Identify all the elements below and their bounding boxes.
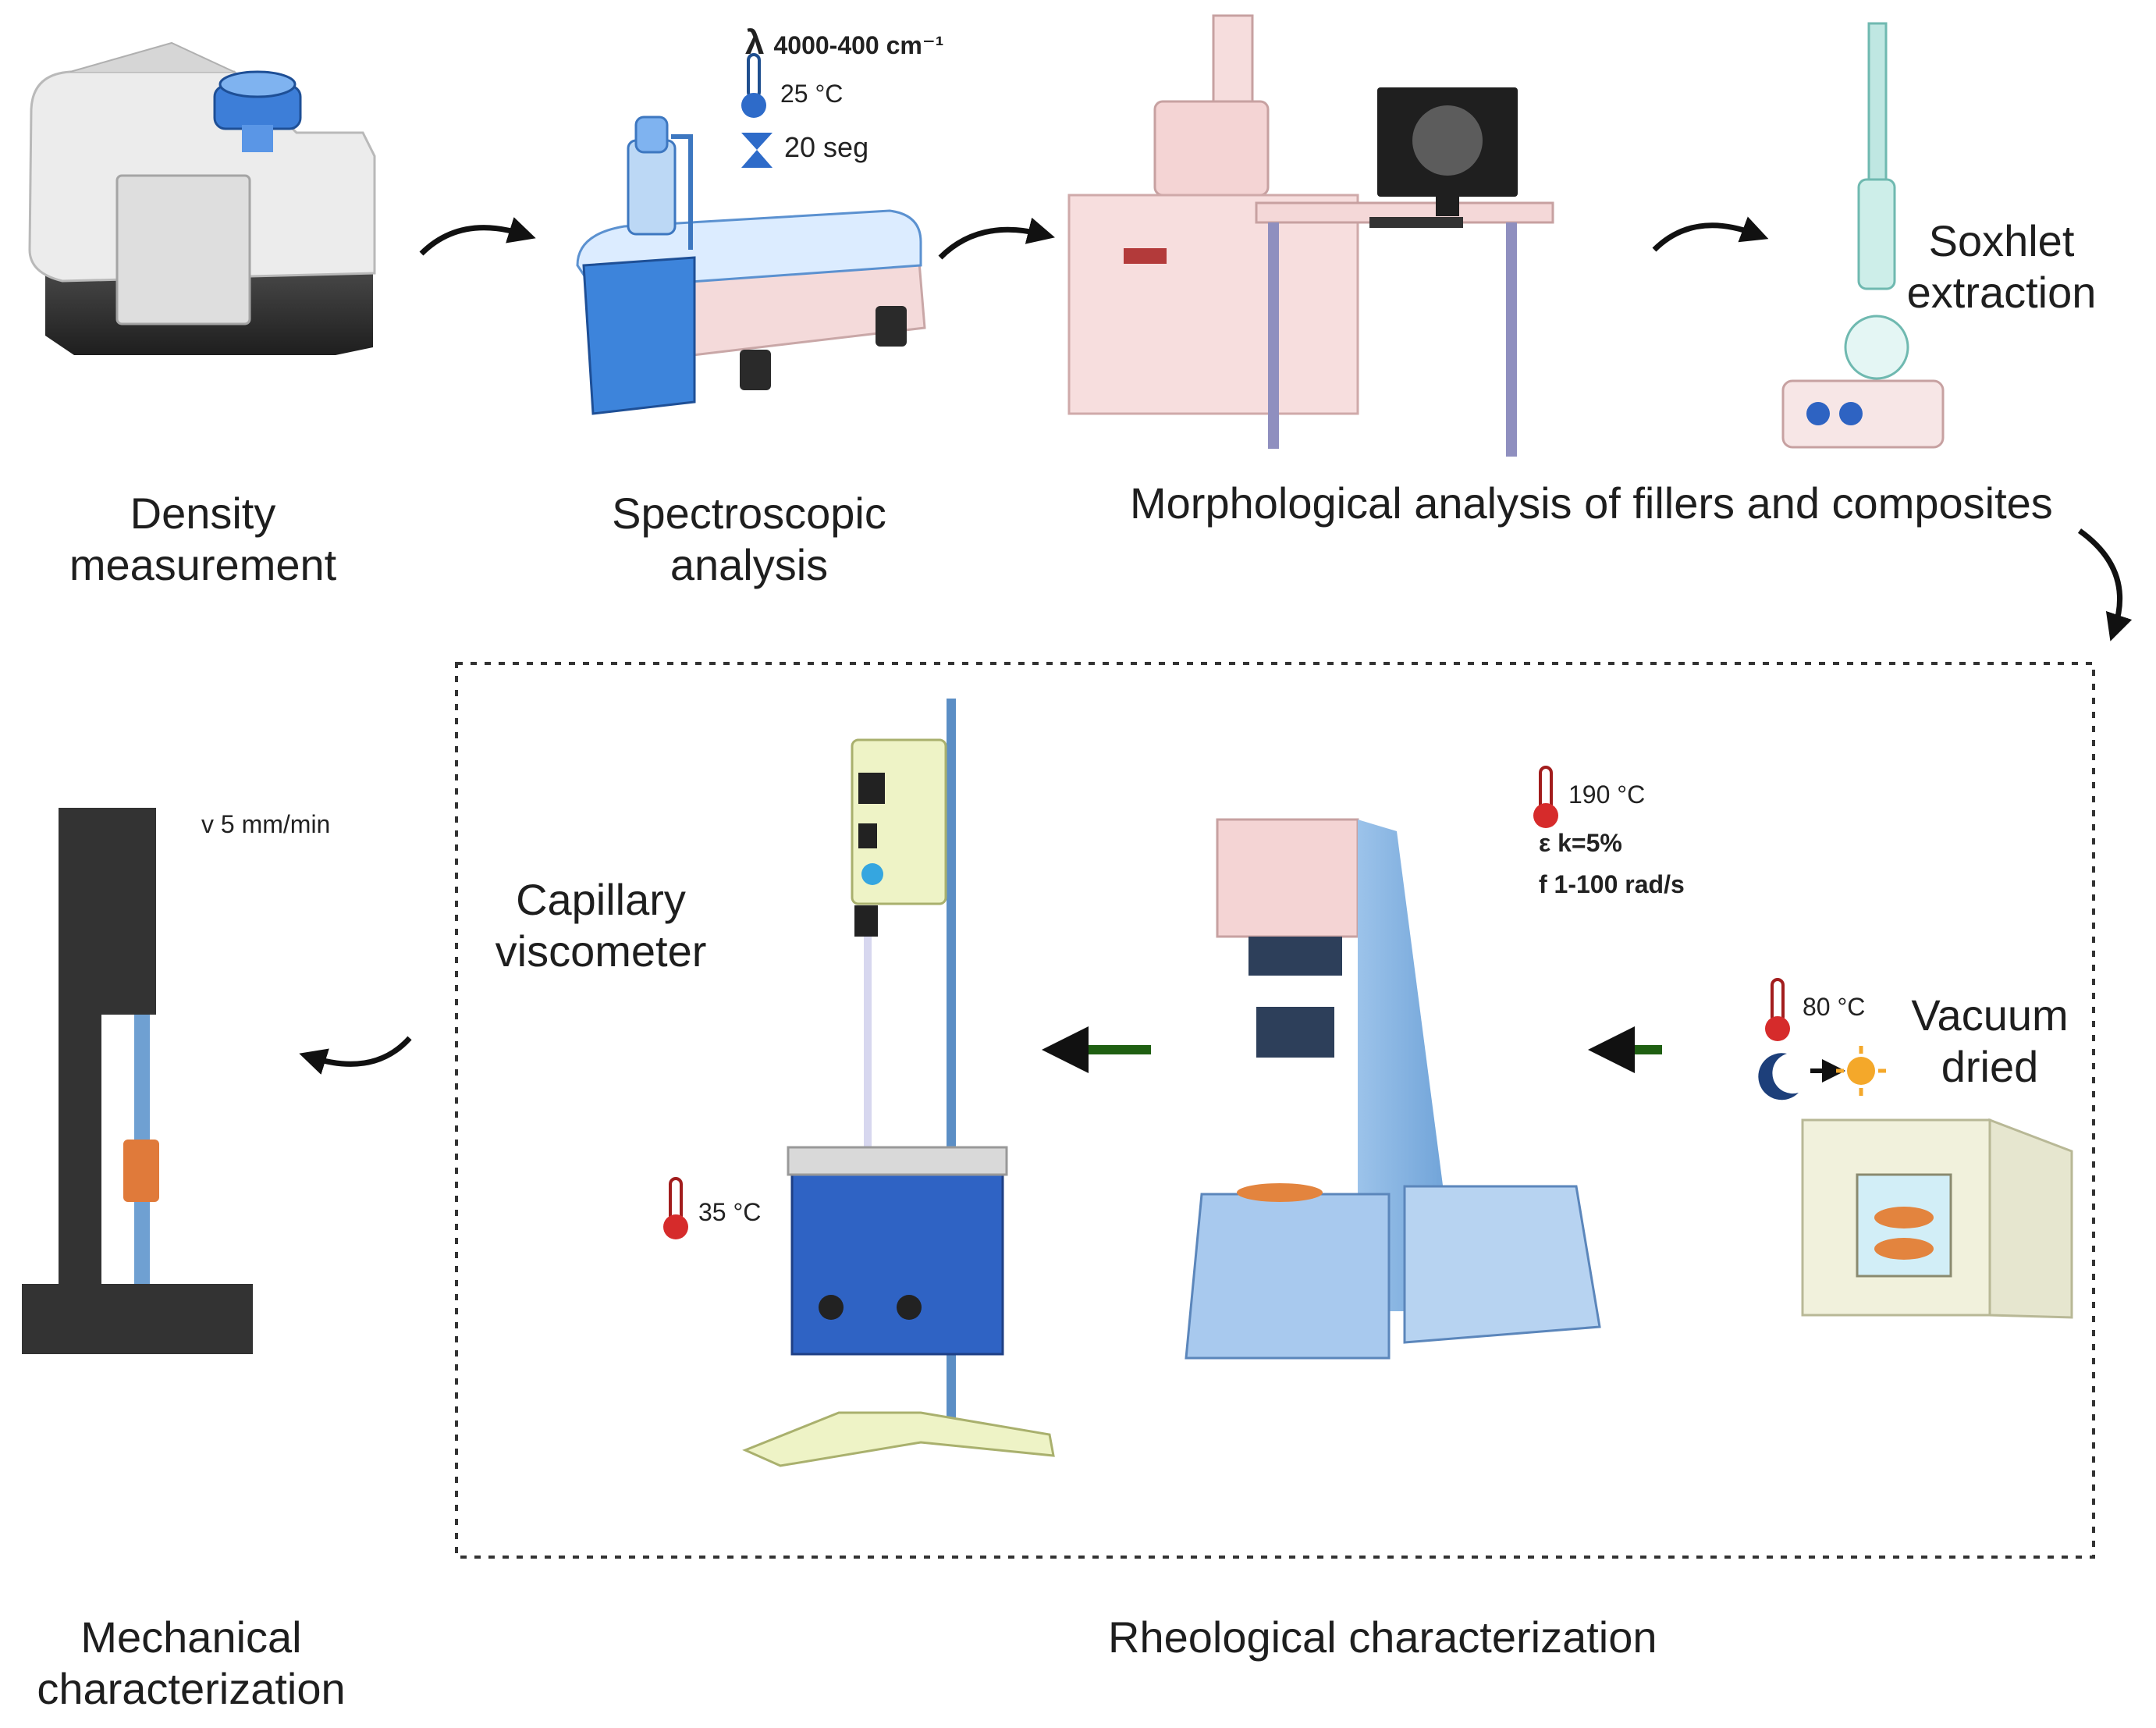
thermometer-icon [1765,978,1790,1041]
mechanical-label: Mechanical characterization [37,1612,346,1713]
soxhlet-label: Soxhlet extraction [1906,216,2097,317]
arrow-icon [938,217,1055,260]
lambda-symbol: λ [745,23,765,62]
rheometer [1185,818,1601,1360]
capillary-temp: 35 °C [698,1198,762,1226]
vacuum-oven [1801,1118,2073,1319]
rheo-strain: ε k=5% [1539,829,1622,857]
rheological-label: Rheological characterization [1108,1612,1657,1662]
spectrometer [576,116,926,415]
morphological-label: Morphological analysis of fillers and co… [1130,478,2053,528]
soxhlet-apparatus [1781,22,1945,449]
arrow-icon [419,217,536,256]
tensile-tester [22,808,253,1354]
capillary-label: Capillary viscometer [495,875,707,976]
density-meter [28,41,376,355]
spectro-time: 20 seg [784,131,869,163]
spectroscopic-label: Spectroscopic analysis [612,489,886,589]
rheo-frequency: f 1-100 rad/s [1539,870,1685,898]
vacuum-label: Vacuum dried [1911,990,2069,1091]
arrow-icon [2077,528,2133,642]
moon-icon [1758,1053,1799,1100]
hourglass-icon [741,133,773,168]
rheo-temp: 190 °C [1568,780,1646,809]
vacuum-temp: 80 °C [1803,993,1866,1021]
electron-microscope [1067,14,1554,457]
mech-speed: v 5 mm/min [201,810,331,838]
thermometer-icon [663,1177,688,1239]
thermometer-icon [741,53,766,118]
viscometer-bath [742,699,1055,1467]
thermometer-icon [1533,766,1558,828]
flow-arrows [299,216,2133,1075]
arrow-icon [1652,216,1769,252]
spectro-temp: 25 °C [780,80,844,108]
arrow-icon [299,1036,412,1075]
rheology-group-box [455,662,2095,1559]
sun-icon [1836,1046,1886,1096]
density-label: Density measurement [69,489,337,589]
